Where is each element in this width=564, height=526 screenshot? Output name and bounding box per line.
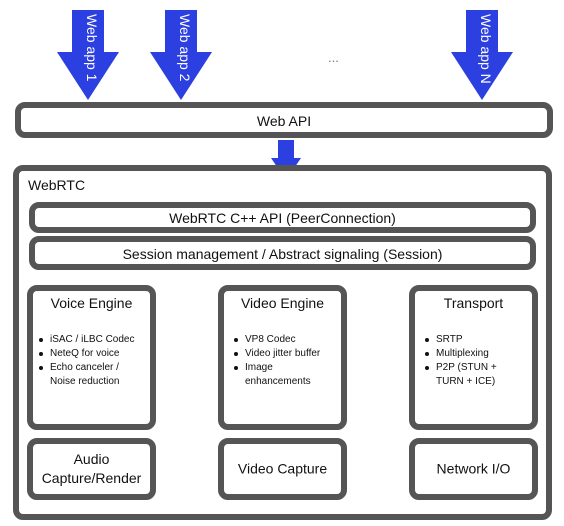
arrow-web-api-to-webrtc (271, 140, 301, 180)
list-item: SRTP (425, 333, 497, 347)
list-item: NeteQ for voice (39, 347, 134, 361)
audio-capture-line1: Audio (73, 451, 110, 467)
arrow-web-app-n (451, 10, 513, 100)
video-capture-label: Video Capture (237, 460, 328, 477)
list-item: VP8 Codec (234, 333, 320, 347)
list-item: Multiplexing (425, 347, 497, 361)
list-item-continuation: Noise reduction (50, 376, 120, 387)
video-engine-list: VP8 Codec Video jitter buffer Image enha… (234, 333, 320, 389)
ellipsis: ... (328, 50, 339, 65)
session-box: Session management / Abstract signaling … (29, 236, 536, 270)
voice-engine-box: Voice Engine iSAC / iLBC Codec NeteQ for… (27, 285, 156, 430)
video-capture-box: Video Capture (218, 438, 347, 500)
network-io-box: Network I/O (409, 438, 538, 500)
audio-capture-label: Audio Capture/Render (33, 450, 150, 488)
web-app-1-label: Web app 1 (84, 14, 100, 82)
list-item: Image (234, 361, 320, 375)
cpp-api-label: WebRTC C++ API (PeerConnection) (169, 210, 396, 226)
web-app-n-label: Web app N (478, 14, 494, 84)
list-item: iSAC / iLBC Codec (39, 333, 134, 347)
arrow-web-app-1 (57, 10, 119, 100)
list-item: P2P (STUN + (425, 361, 497, 375)
transport-title: Transport (443, 295, 504, 311)
cpp-api-box: WebRTC C++ API (PeerConnection) (29, 202, 536, 233)
webrtc-title: WebRTC (28, 177, 86, 193)
video-engine-box: Video Engine VP8 Codec Video jitter buff… (218, 285, 347, 430)
transport-list: SRTP Multiplexing P2P (STUN + TURN + ICE… (425, 333, 497, 389)
network-io-label: Network I/O (436, 460, 511, 477)
arrow-web-app-2 (150, 10, 212, 100)
voice-engine-list: iSAC / iLBC Codec NeteQ for voice Echo c… (39, 333, 134, 389)
web-app-2-label: Web app 2 (177, 14, 193, 82)
web-api-label: Web API (256, 113, 312, 129)
list-item-continuation: TURN + ICE) (436, 376, 496, 387)
list-item: Echo canceler / (39, 361, 134, 375)
video-engine-title: Video Engine (240, 295, 325, 311)
list-item: Video jitter buffer (234, 347, 320, 361)
transport-box: Transport SRTP Multiplexing P2P (STUN + … (409, 285, 538, 430)
web-api-box: Web API (15, 102, 553, 138)
list-item-continuation: enhancements (245, 376, 311, 387)
voice-engine-title: Voice Engine (50, 295, 133, 311)
audio-capture-box: Audio Capture/Render (27, 438, 156, 500)
audio-capture-line2: Capture/Render (41, 470, 142, 486)
session-label: Session management / Abstract signaling … (122, 246, 443, 262)
